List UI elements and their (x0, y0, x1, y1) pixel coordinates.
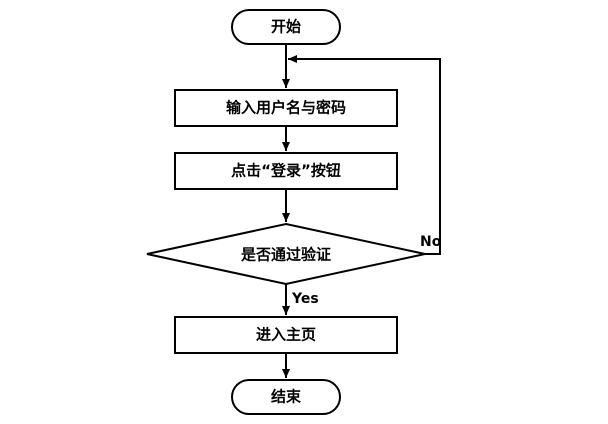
end-node: 结束 (231, 379, 341, 415)
end-label: 结束 (271, 388, 302, 406)
no-branch-label: No (420, 234, 442, 250)
arrow-no-loop (288, 55, 441, 255)
verification-decision: 是否通过验证 (146, 222, 426, 286)
enter-homepage-label: 进入主页 (256, 326, 316, 344)
input-credentials-step: 输入用户名与密码 (174, 89, 398, 127)
click-login-label: 点击“登录”按钮 (231, 162, 341, 180)
click-login-step: 点击“登录”按钮 (174, 152, 398, 190)
start-node: 开始 (231, 9, 341, 45)
start-label: 开始 (271, 18, 301, 36)
enter-homepage-step: 进入主页 (174, 316, 398, 354)
yes-branch-label: Yes (291, 291, 319, 307)
decision-label: 是否通过验证 (240, 246, 331, 264)
input-credentials-label: 输入用户名与密码 (226, 99, 346, 117)
